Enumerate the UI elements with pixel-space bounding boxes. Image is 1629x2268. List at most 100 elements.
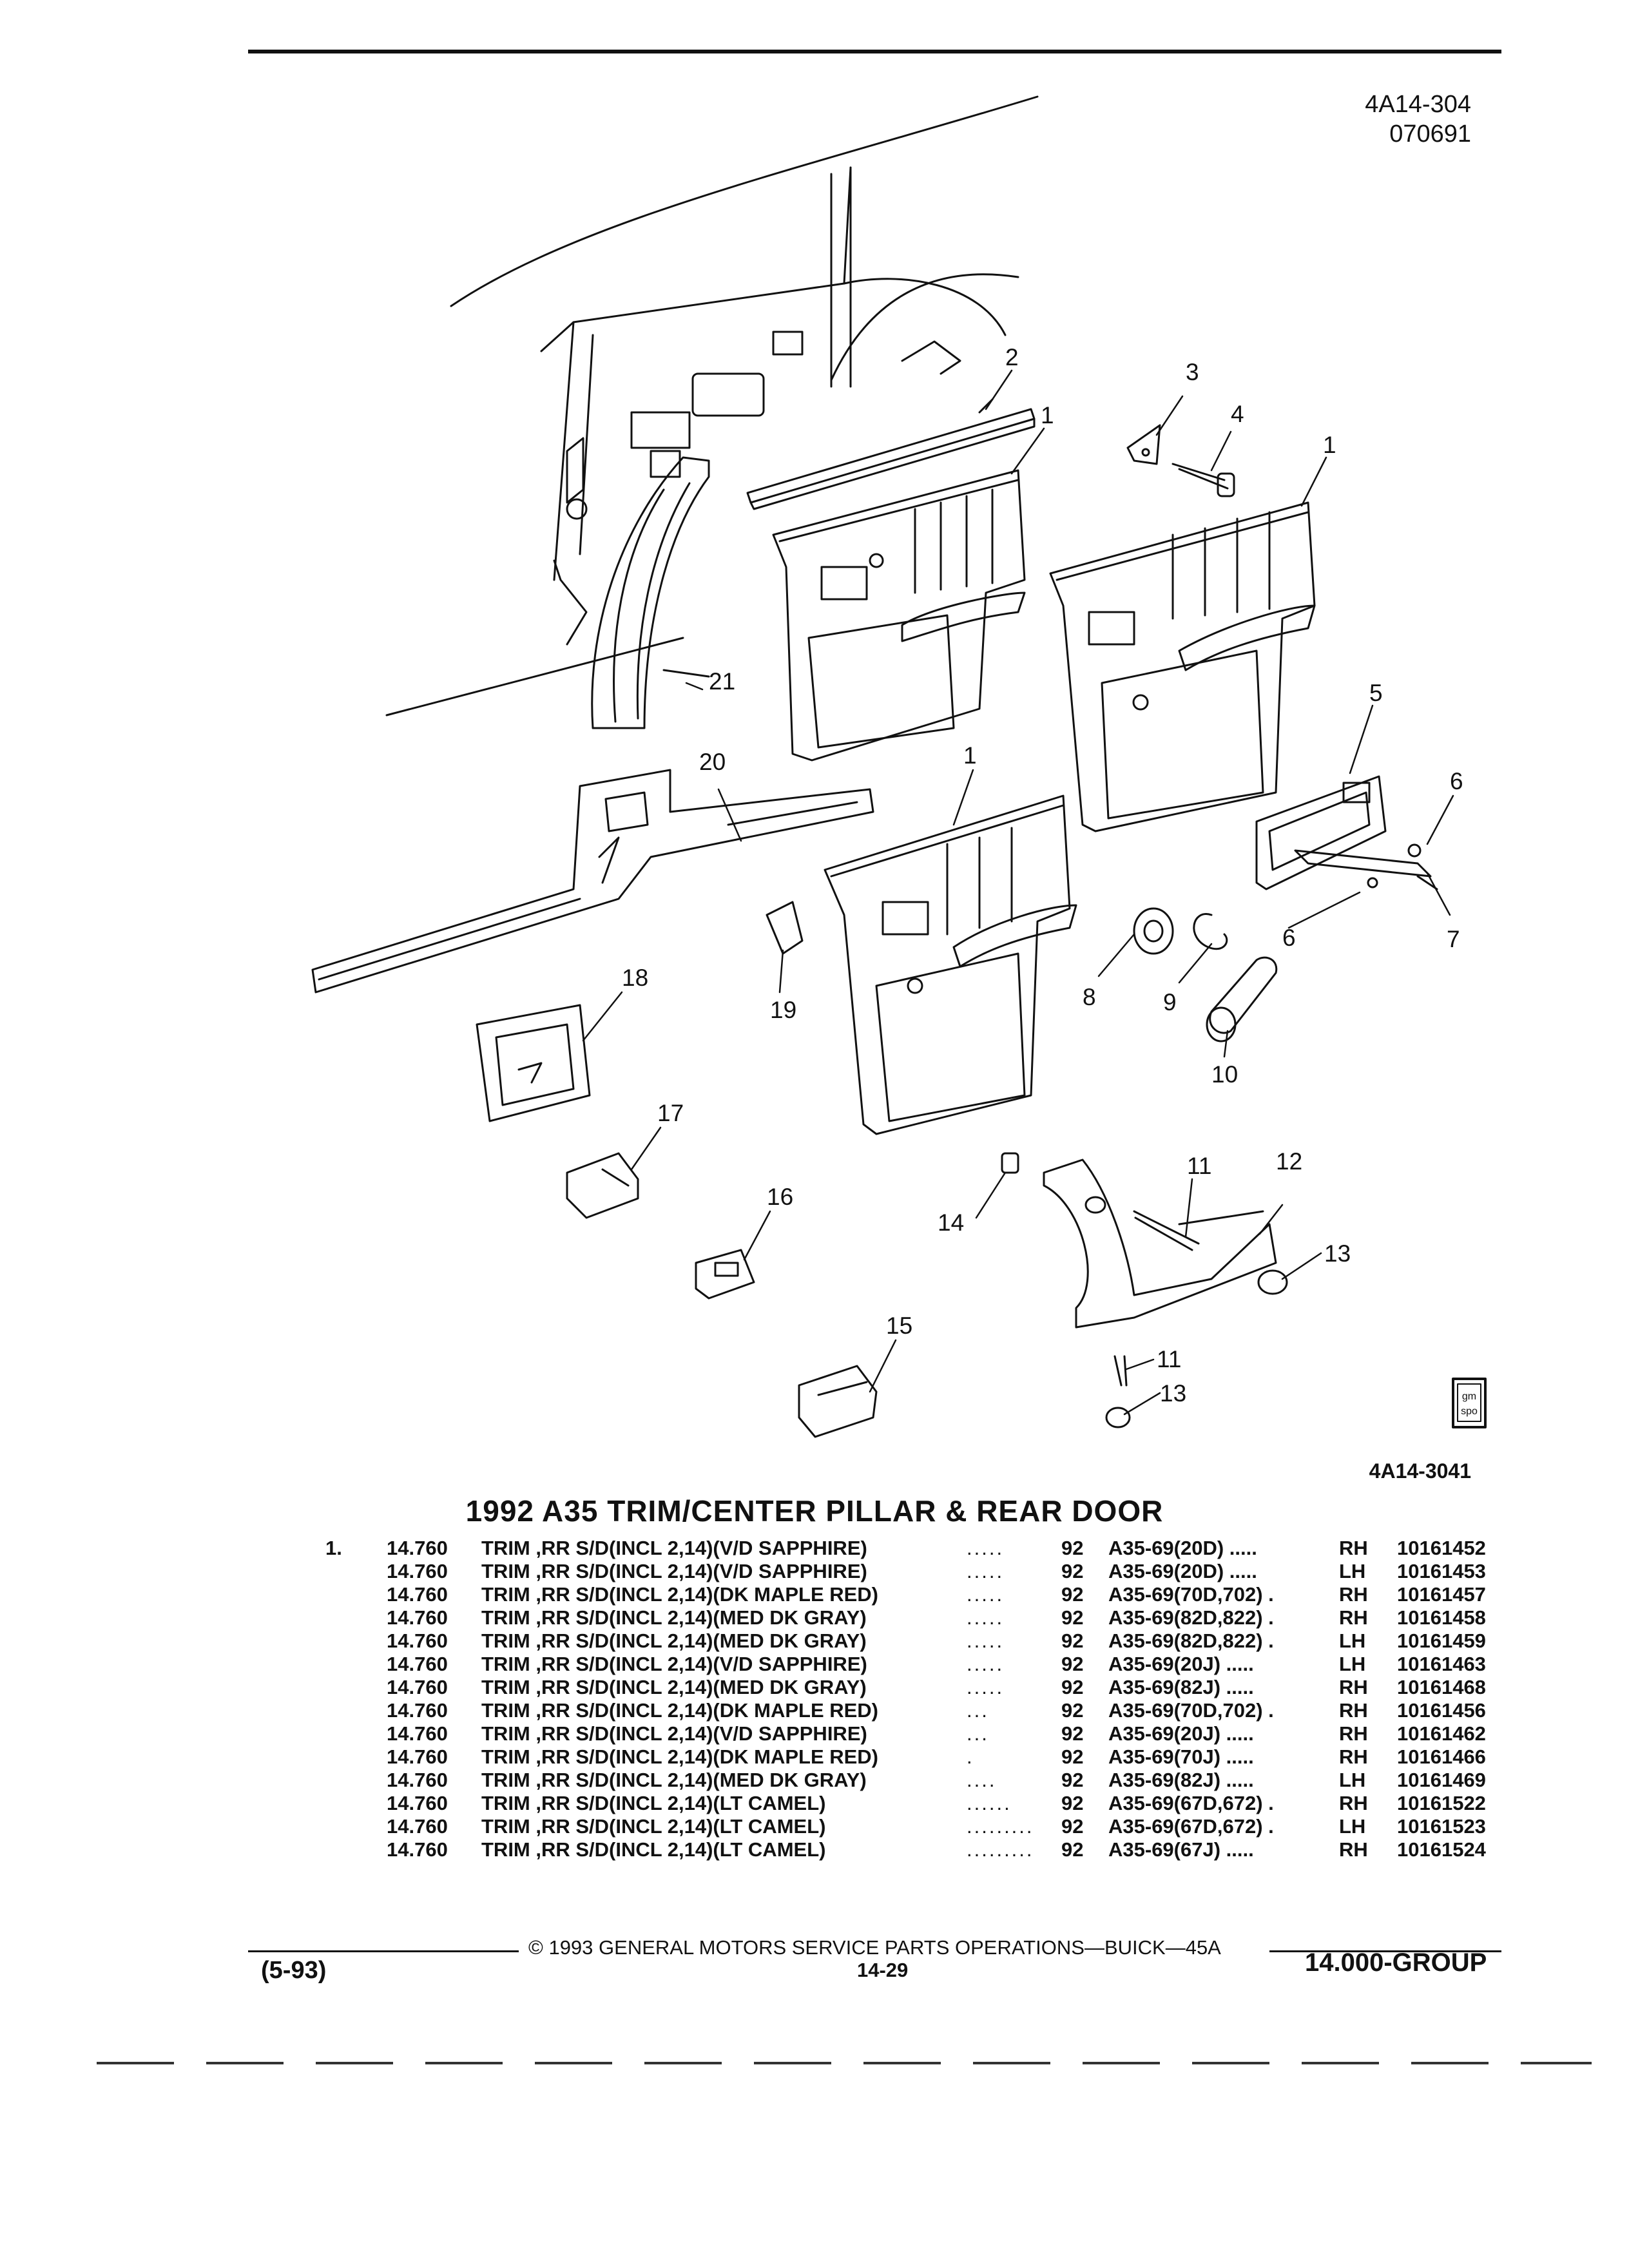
parts-cell-desc: TRIM ,RR S/D(INCL 2,14)(LT CAMEL) — [481, 1815, 826, 1838]
armrest-12 — [1043, 1158, 1288, 1329]
parts-cell-desc: TRIM ,RR S/D(INCL 2,14)(DK MAPLE RED) — [481, 1699, 879, 1722]
callout-number: 13 — [1324, 1240, 1351, 1267]
parts-cell-desc: TRIM ,RR S/D(INCL 2,14)(MED DK GRAY) — [481, 1676, 867, 1698]
parts-cell-part: 10161466 — [1397, 1745, 1486, 1768]
parts-cell-part: 10161462 — [1397, 1722, 1486, 1745]
parts-cell-group: 14.760 — [387, 1722, 448, 1745]
parts-cell-dots: ..... — [967, 1606, 1005, 1629]
parts-cell-year: 92 — [1061, 1745, 1084, 1768]
switch-16 — [695, 1249, 755, 1300]
callout-number: 19 — [770, 997, 796, 1023]
parts-cell-group: 14.760 — [387, 1769, 448, 1791]
footer-rule-left — [248, 1950, 519, 1952]
parts-cell-dots: .... — [967, 1769, 997, 1791]
parts-cell-part: 10161453 — [1397, 1560, 1486, 1582]
parts-cell-year: 92 — [1061, 1537, 1084, 1559]
parts-cell-model: A35-69(67J) ..... — [1108, 1838, 1254, 1861]
parts-cell-side: RH — [1339, 1792, 1368, 1814]
parts-cell-model: A35-69(82D,822) . — [1108, 1629, 1274, 1652]
callout-number: 1 — [1041, 402, 1054, 428]
clip-9 — [1193, 913, 1228, 950]
parts-cell-side: RH — [1339, 1537, 1368, 1559]
parts-cell-year: 92 — [1061, 1769, 1084, 1791]
parts-cell-year: 92 — [1061, 1815, 1084, 1838]
parts-cell-year: 92 — [1061, 1676, 1084, 1698]
parts-cell-part: 10161463 — [1397, 1653, 1486, 1675]
callout-number: 5 — [1369, 680, 1383, 706]
illustration-date: 070691 — [1389, 120, 1471, 148]
screw-11-lower — [1105, 1355, 1131, 1428]
parts-cell-model: A35-69(67D,672) . — [1108, 1792, 1274, 1814]
parts-cell-model: A35-69(70D,702) . — [1108, 1699, 1274, 1722]
parts-cell-year: 92 — [1061, 1722, 1084, 1745]
parts-cell-part: 10161452 — [1397, 1537, 1486, 1559]
parts-cell-year: 92 — [1061, 1583, 1084, 1606]
sill-plate-20 — [311, 769, 874, 994]
parts-cell-part: 10161456 — [1397, 1699, 1486, 1722]
door-trim-panel-center — [824, 794, 1077, 1135]
parts-cell-side: RH — [1339, 1699, 1368, 1722]
parts-cell-part: 10161458 — [1397, 1606, 1486, 1629]
callout-number: 10 — [1211, 1061, 1238, 1088]
parts-cell-desc: TRIM ,RR S/D(INCL 2,14)(V/D SAPPHIRE) — [481, 1560, 867, 1582]
vehicle-body-illustration — [385, 95, 1039, 716]
callout-number: 8 — [1083, 984, 1096, 1010]
callout-number: 3 — [1186, 359, 1199, 385]
parts-cell-desc: TRIM ,RR S/D(INCL 2,14)(DK MAPLE RED) — [481, 1745, 879, 1768]
top-rule — [248, 50, 1501, 53]
handle-bezel-5 — [1255, 775, 1438, 890]
parts-cell-model: A35-69(20J) ..... — [1108, 1722, 1254, 1745]
callout-number: 1 — [1323, 432, 1336, 458]
footer-page-number: 14-29 — [857, 1959, 909, 1981]
ashtray-18 — [476, 1004, 591, 1122]
door-trim-panel-upper-left — [772, 469, 1026, 762]
callout-number: 21 — [709, 668, 735, 695]
parts-cell-group: 14.760 — [387, 1745, 448, 1768]
escutcheon-8 — [1133, 907, 1174, 955]
parts-cell-dots: ..... — [967, 1537, 1005, 1559]
cover-15 — [798, 1365, 878, 1438]
footer-rule-right — [1269, 1950, 1501, 1952]
parts-cell-desc: TRIM ,RR S/D(INCL 2,14)(MED DK GRAY) — [481, 1606, 867, 1629]
parts-cell-group: 14.760 — [387, 1815, 448, 1838]
parts-cell-model: A35-69(67D,672) . — [1108, 1815, 1274, 1838]
illustration-number: 4A14-304 — [1365, 91, 1471, 118]
parts-cell-model: A35-69(20D) ..... — [1108, 1537, 1257, 1559]
callout-number: 20 — [699, 749, 726, 775]
parts-cell-year: 92 — [1061, 1838, 1084, 1861]
parts-cell-part: 10161469 — [1397, 1769, 1486, 1791]
parts-cell-side: LH — [1339, 1653, 1366, 1675]
parts-cell-model: A35-69(20J) ..... — [1108, 1653, 1254, 1675]
parts-cell-group: 14.760 — [387, 1560, 448, 1582]
parts-cell-dots: ... — [967, 1722, 989, 1745]
parts-cell-dots: ..... — [967, 1560, 1005, 1582]
parts-cell-dots: ...... — [967, 1792, 1012, 1814]
parts-cell-model: A35-69(82D,822) . — [1108, 1606, 1274, 1629]
footer-date-code: (5-93) — [261, 1957, 327, 1984]
parts-cell-group: 14.760 — [387, 1838, 448, 1861]
parts-cell-side: LH — [1339, 1629, 1366, 1652]
parts-cell-item: 1. — [325, 1537, 342, 1559]
callout-number: 14 — [938, 1209, 964, 1236]
parts-cell-year: 92 — [1061, 1629, 1084, 1652]
parts-cell-dots: ......... — [967, 1838, 1034, 1861]
leader-lines — [582, 369, 1454, 1416]
callout-number: 2 — [1005, 344, 1019, 370]
screw-11 — [1133, 1210, 1200, 1251]
parts-cell-side: LH — [1339, 1560, 1366, 1582]
parts-cell-desc: TRIM ,RR S/D(INCL 2,14)(DK MAPLE RED) — [481, 1583, 879, 1606]
parts-cell-dots: ..... — [967, 1676, 1005, 1698]
parts-cell-model: A35-69(70J) ..... — [1108, 1745, 1254, 1768]
parts-cell-dots: ..... — [967, 1629, 1005, 1652]
callout-number: 18 — [622, 965, 648, 991]
parts-cell-year: 92 — [1061, 1699, 1084, 1722]
parts-cell-model: A35-69(70D,702) . — [1108, 1583, 1274, 1606]
parts-cell-side: LH — [1339, 1769, 1366, 1791]
parts-cell-dots: ... — [967, 1699, 989, 1722]
badge-line1: gm — [1462, 1391, 1476, 1402]
parts-cell-desc: TRIM ,RR S/D(INCL 2,14)(MED DK GRAY) — [481, 1629, 867, 1652]
callout-number: 11 — [1187, 1153, 1211, 1179]
callout-number: 4 — [1231, 401, 1244, 427]
parts-list-title: 1992 A35 TRIM/CENTER PILLAR & REAR DOOR — [465, 1494, 1164, 1528]
parts-cell-dots: ..... — [967, 1653, 1005, 1675]
